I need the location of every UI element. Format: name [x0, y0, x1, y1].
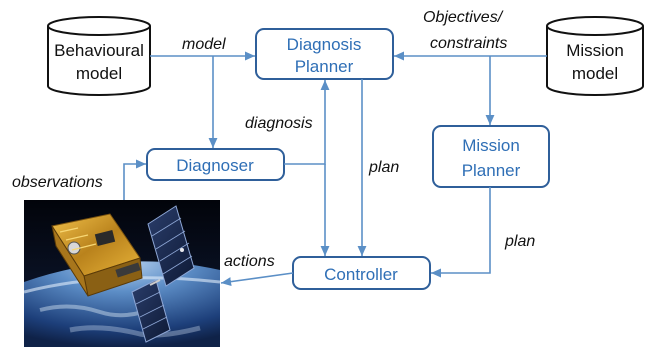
- mission-planner-line1: Mission: [462, 136, 520, 155]
- diagnosis-planner-line1: Diagnosis: [287, 35, 362, 54]
- satellite-image: [23, 200, 221, 347]
- controller-box: Controller: [292, 256, 431, 290]
- mission-planner-line2: Planner: [462, 161, 521, 180]
- diagnoser-label: Diagnoser: [176, 156, 254, 175]
- mission-model-cylinder: Mission model: [546, 16, 644, 96]
- arrows: [123, 51, 547, 287]
- edge-label-model: model: [182, 36, 226, 53]
- edge-label-plan-diagnosis: plan: [368, 159, 399, 176]
- edge-label-diagnosis: diagnosis: [245, 115, 313, 132]
- behavioural-model-line1: Behavioural: [54, 41, 144, 60]
- edge-label-observations: observations: [12, 174, 103, 191]
- satellite-body: [51, 213, 143, 297]
- arrow-plan-mission: [431, 187, 491, 278]
- mission-planner-box: Mission Planner: [432, 125, 550, 188]
- diagnoser-box: Diagnoser: [146, 148, 285, 181]
- controller-label: Controller: [324, 265, 398, 284]
- behavioural-model-line2: model: [76, 64, 122, 83]
- edge-label-objectives-line2: constraints: [430, 35, 507, 52]
- diagnosis-planner-line2: Planner: [295, 57, 354, 76]
- edge-label-actions: actions: [224, 253, 275, 270]
- mission-model-line1: Mission: [566, 41, 624, 60]
- edge-label-objectives-line1: Objectives/: [423, 9, 504, 26]
- arrow-actions: [220, 272, 294, 287]
- edge-label-plan-mission: plan: [504, 233, 535, 250]
- arrow-observations: [123, 159, 146, 200]
- mission-model-line2: model: [572, 64, 618, 83]
- behavioural-model-cylinder: Behavioural model: [47, 16, 151, 96]
- solar-panel: [131, 205, 195, 343]
- diagnosis-planner-box: Diagnosis Planner: [255, 28, 394, 80]
